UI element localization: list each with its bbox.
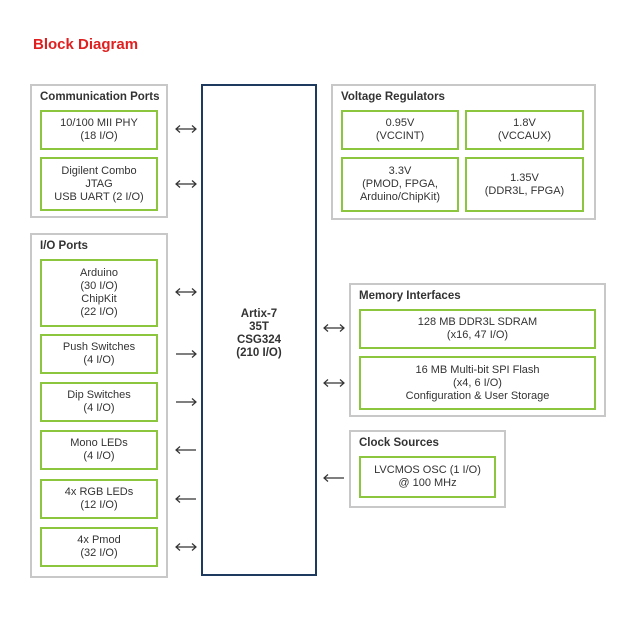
usb-line1: Digilent Combo xyxy=(61,164,137,177)
oscillator-frequency: @ 100 MHz xyxy=(398,477,457,489)
push-switches-box: Push Switches (4 I/O) xyxy=(40,334,158,374)
usb-line2: JTAG xyxy=(85,177,113,190)
mono-leds-left-arrow xyxy=(175,446,196,454)
clock-left-arrow xyxy=(323,474,344,482)
vccaux-voltage: 1.8V xyxy=(513,117,536,129)
ethernet-phy-io: (18 I/O) xyxy=(80,130,118,142)
fpga-size: 35T xyxy=(249,321,269,333)
pmod-label: 4x Pmod xyxy=(77,534,121,546)
3v3-rail-line1: (PMOD, FPGA, xyxy=(362,178,438,190)
pmod-bidirectional-arrow xyxy=(175,543,197,551)
flash-name: 16 MB Multi-bit SPI Flash xyxy=(415,363,540,376)
push-switches-right-arrow xyxy=(176,350,197,358)
3v3-regulator-box: 3.3V (PMOD, FPGA, Arduino/ChipKit) xyxy=(341,157,459,212)
push-switches-label: Push Switches xyxy=(62,341,136,353)
rgb-leds-box: 4x RGB LEDs (12 I/O) xyxy=(40,479,158,519)
fpga-label: Artix-7 35T CSG324 (210 I/O) xyxy=(203,308,315,360)
oscillator-box: LVCMOS OSC (1 I/O) @ 100 MHz xyxy=(359,456,496,498)
1v35-voltage: 1.35V xyxy=(510,171,539,184)
arduino-label: Arduino xyxy=(80,267,118,279)
memory-interfaces-title: Memory Interfaces xyxy=(359,290,461,302)
vccaux-rail: (VCCAUX) xyxy=(497,130,552,142)
arduino-bidirectional-arrow xyxy=(175,288,197,296)
1v35-rail: (DDR3L, FPGA) xyxy=(484,184,565,197)
communication-ports-title: Communication Ports xyxy=(40,91,160,103)
diagram-title: Block Diagram xyxy=(33,36,139,53)
ethernet-phy-box: 10/100 MII PHY (18 I/O) xyxy=(40,110,158,150)
ddr3l-sdram-box: 128 MB DDR3L SDRAM (x16, 47 I/O) xyxy=(359,309,596,349)
fpga-family: Artix-7 xyxy=(240,308,278,320)
clock-sources-title: Clock Sources xyxy=(359,437,439,449)
io-ports-group: I/O Ports Arduino (30 I/O) ChipKit (22 I… xyxy=(30,233,168,578)
mono-leds-label: Mono LEDs xyxy=(70,437,128,449)
dip-switches-right-arrow xyxy=(176,398,197,406)
ethernet-phy-name: 10/100 MII PHY xyxy=(60,117,138,129)
sdram-bidirectional-arrow xyxy=(323,324,345,332)
chipkit-io: (22 I/O) xyxy=(80,306,118,318)
vccint-regulator-box: 0.95V (VCCINT) xyxy=(341,110,459,150)
dip-switches-box: Dip Switches (4 I/O) xyxy=(40,382,158,422)
mono-leds-io: (4 I/O) xyxy=(83,450,115,462)
arduino-chipkit-box: Arduino (30 I/O) ChipKit (22 I/O) xyxy=(40,259,158,327)
vccint-rail: (VCCINT) xyxy=(375,130,425,142)
vccaux-regulator-box: 1.8V (VCCAUX) xyxy=(465,110,584,150)
chipkit-label: ChipKit xyxy=(81,293,117,305)
mono-leds-box: Mono LEDs (4 I/O) xyxy=(40,430,158,470)
io-ports-title: I/O Ports xyxy=(40,240,88,252)
fpga-io-count: (210 I/O) xyxy=(236,347,282,359)
sdram-io: (x16, 47 I/O) xyxy=(446,329,509,341)
communication-ports-group: Communication Ports 10/100 MII PHY (18 I… xyxy=(30,84,168,218)
rgb-leds-io: (12 I/O) xyxy=(80,499,118,511)
3v3-rail-line2: Arduino/ChipKit) xyxy=(359,191,441,203)
flash-bidirectional-arrow xyxy=(323,379,345,387)
dip-switches-io: (4 I/O) xyxy=(83,402,115,414)
clock-sources-group: Clock Sources LVCMOS OSC (1 I/O) @ 100 M… xyxy=(349,430,506,508)
arduino-io: (30 I/O) xyxy=(80,280,118,292)
flash-usage: Configuration & User Storage xyxy=(405,389,550,402)
usb-line3: USB UART (2 I/O) xyxy=(54,190,144,203)
sdram-name: 128 MB DDR3L SDRAM xyxy=(417,316,538,328)
vccint-voltage: 0.95V xyxy=(385,117,415,129)
rgb-leds-label: 4x RGB LEDs xyxy=(64,486,134,498)
voltage-regulators-title: Voltage Regulators xyxy=(341,91,445,103)
ethernet-bidirectional-arrow xyxy=(175,125,197,133)
fpga-block: Artix-7 35T CSG324 (210 I/O) xyxy=(201,84,317,576)
1v35-regulator-box: 1.35V (DDR3L, FPGA) xyxy=(465,157,584,212)
rgb-leds-left-arrow xyxy=(175,495,196,503)
pmod-box: 4x Pmod (32 I/O) xyxy=(40,527,158,567)
oscillator-name: LVCMOS OSC (1 I/O) xyxy=(374,464,481,476)
3v3-voltage: 3.3V xyxy=(388,165,412,177)
usb-jtag-uart-box: Digilent Combo JTAG USB UART (2 I/O) xyxy=(40,157,158,211)
usb-bidirectional-arrow xyxy=(175,180,197,188)
fpga-package: CSG324 xyxy=(236,334,282,346)
dip-switches-label: Dip Switches xyxy=(67,389,131,401)
flash-io: (x4, 6 I/O) xyxy=(453,376,502,389)
memory-interfaces-group: Memory Interfaces 128 MB DDR3L SDRAM (x1… xyxy=(349,283,606,417)
push-switches-io: (4 I/O) xyxy=(83,354,115,366)
voltage-regulators-group: Voltage Regulators 0.95V (VCCINT) 1.8V (… xyxy=(331,84,596,220)
spi-flash-box: 16 MB Multi-bit SPI Flash (x4, 6 I/O) Co… xyxy=(359,356,596,410)
pmod-io: (32 I/O) xyxy=(80,547,118,559)
